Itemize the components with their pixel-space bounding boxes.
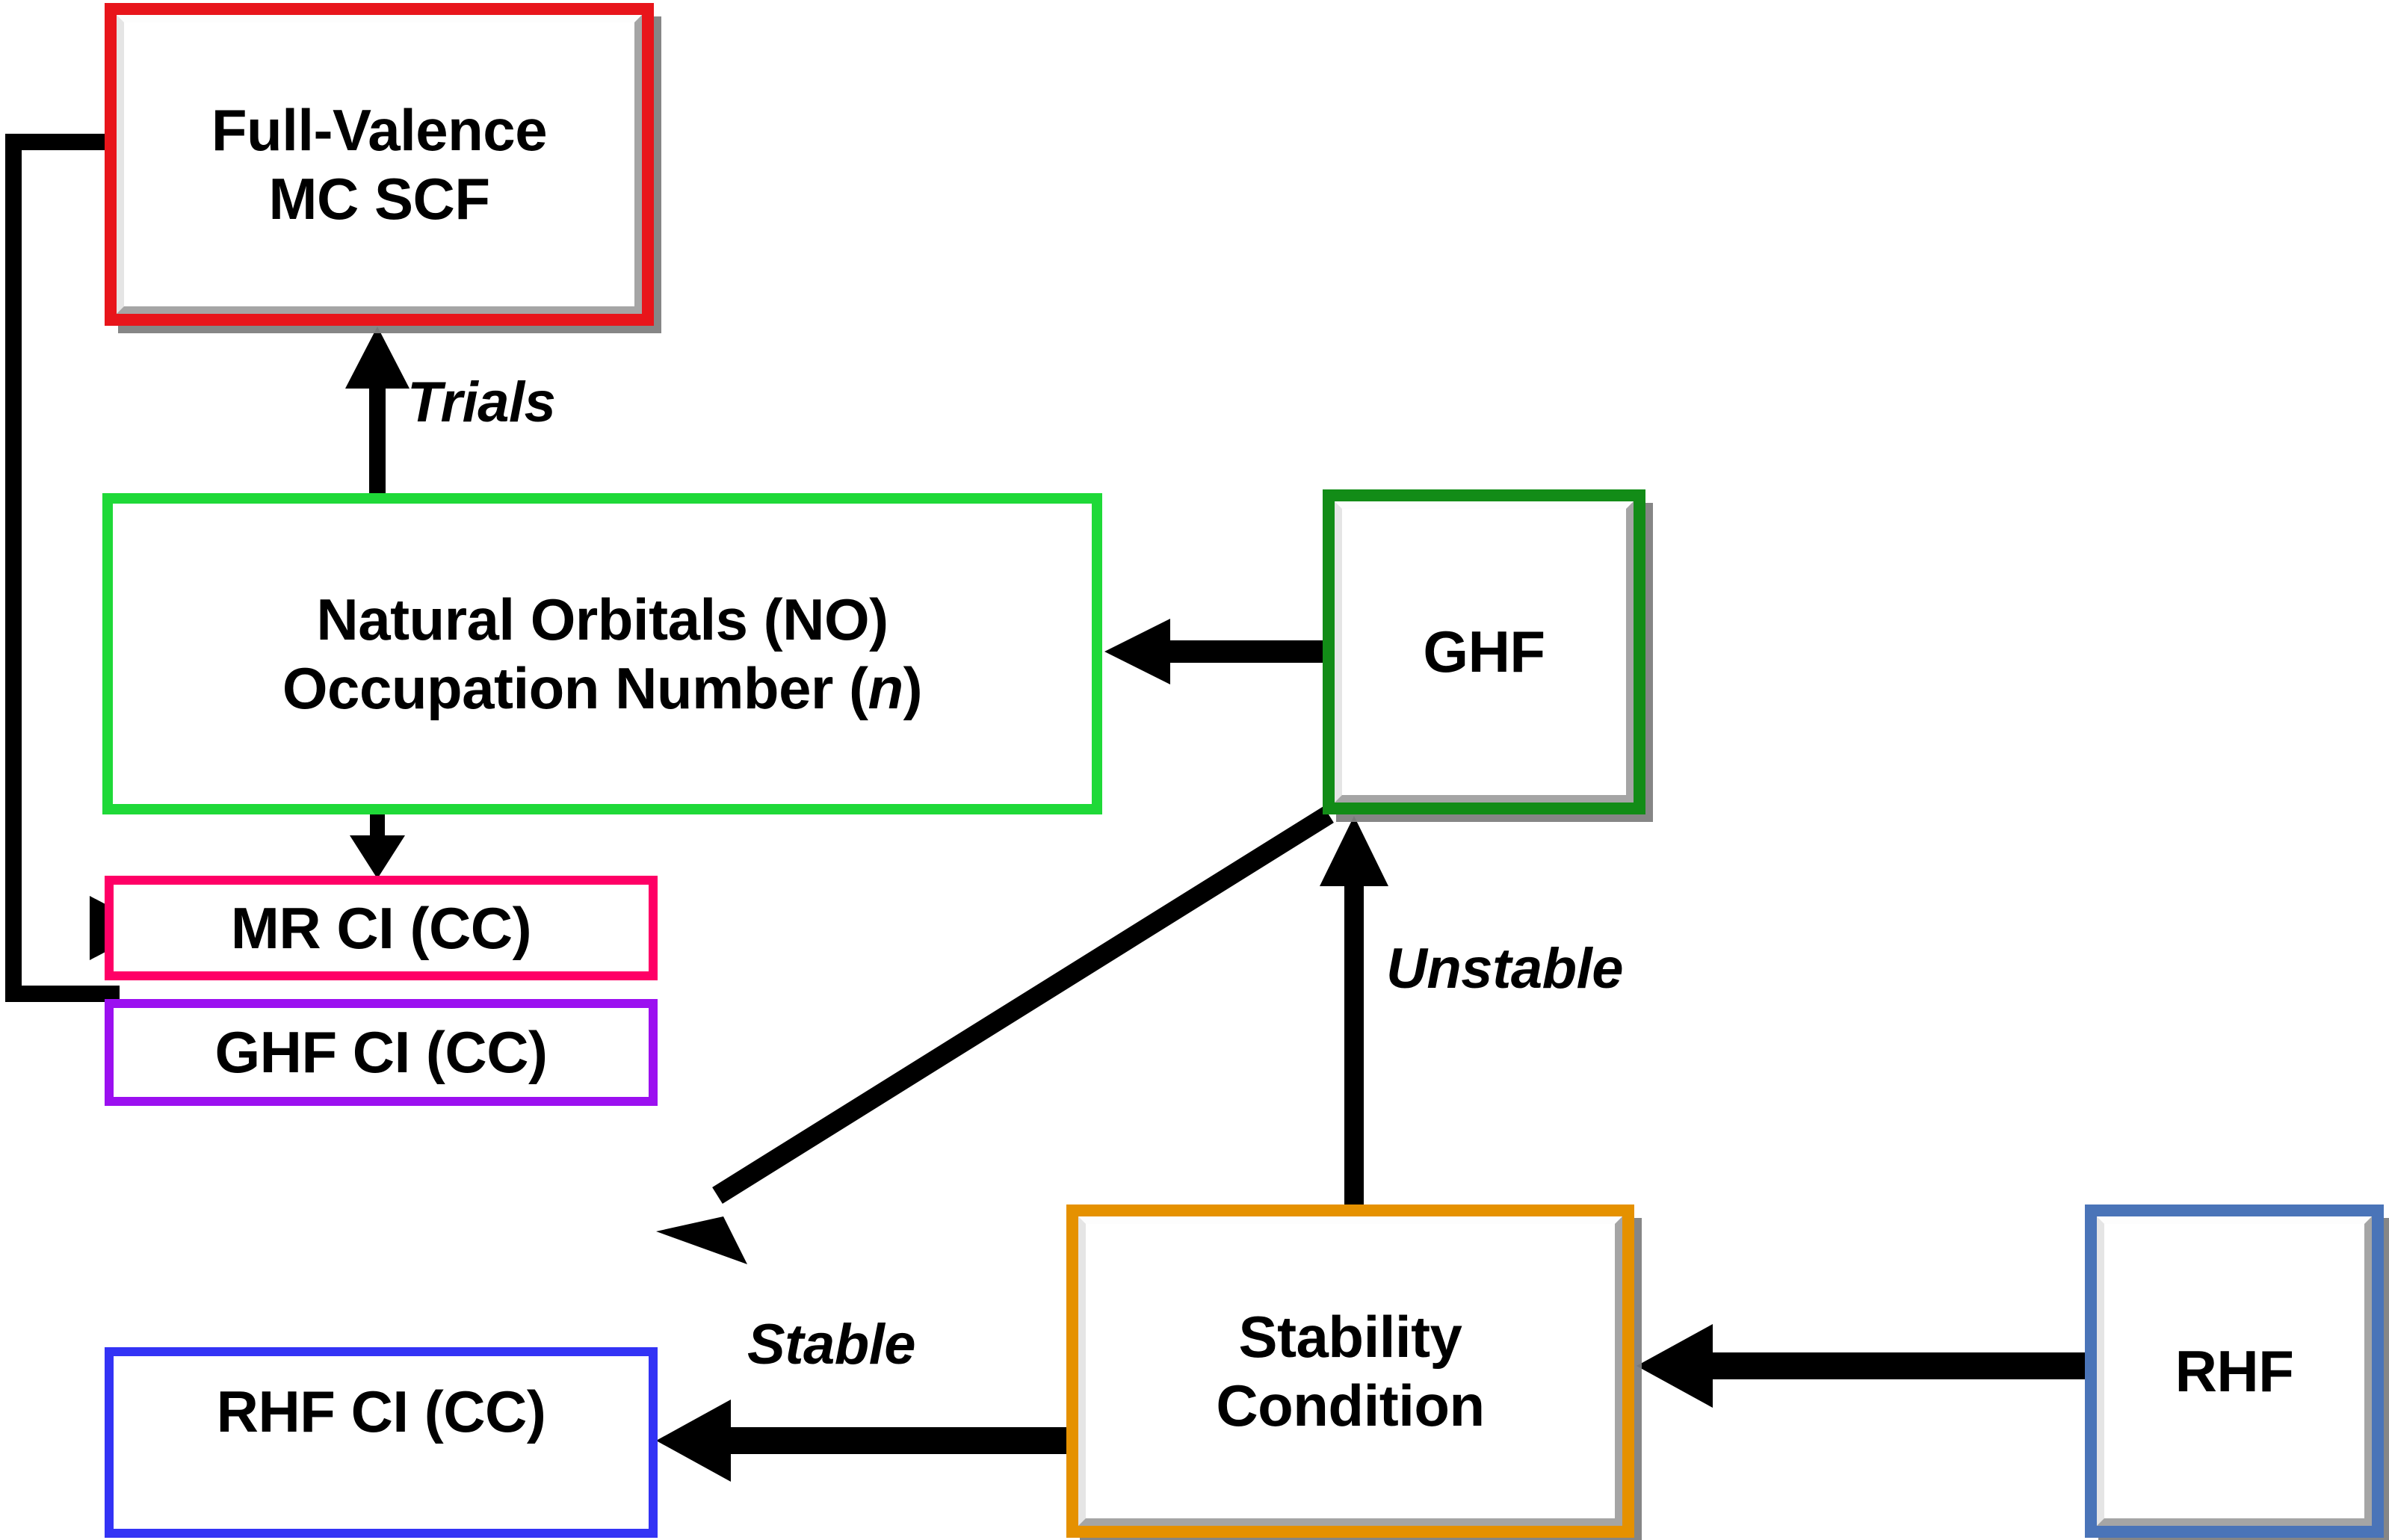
node-label-line1: RHF: [2175, 1338, 2294, 1404]
edge-no-to-mcscf: [345, 327, 410, 493]
node-label-line1: Stability: [1238, 1303, 1462, 1370]
node-label: RHF CI (CC): [114, 1377, 649, 1446]
node-label-line1: Natural Orbitals (NO): [316, 586, 888, 652]
node-ghf[interactable]: GHF: [1323, 489, 1645, 814]
edge-ghf-to-ghfci: [656, 805, 1334, 1264]
node-rhf-ci-cc[interactable]: RHF CI (CC): [105, 1347, 658, 1538]
edge-ghf-to-no: [1104, 619, 1323, 684]
node-rhf[interactable]: RHF: [2085, 1205, 2384, 1538]
node-label: MR CI (CC): [114, 894, 649, 962]
edge-no-to-mrci: [350, 814, 405, 879]
edge-rhf-to-stability: [1637, 1324, 2085, 1408]
node-label-line2: MC SCF: [268, 166, 490, 232]
node-label-line1: MR CI (CC): [230, 894, 532, 961]
node-mr-ci-cc[interactable]: MR CI (CC): [105, 876, 658, 980]
occupation-number-close: ): [903, 655, 923, 721]
occupation-number-text: Occupation Number (: [282, 655, 868, 721]
node-label: RHF: [2097, 1337, 2372, 1406]
node-label: GHF: [1335, 617, 1634, 686]
edge-label-trials: Trials: [407, 371, 556, 434]
node-full-valence-mcscf[interactable]: Full-Valence MC SCF: [105, 3, 654, 326]
edge-label-unstable: Unstable: [1386, 937, 1623, 1001]
node-ghf-ci-cc[interactable]: GHF CI (CC): [105, 999, 658, 1106]
node-stability-condition[interactable]: Stability Condition: [1066, 1205, 1634, 1538]
node-label-line1: GHF CI (CC): [214, 1019, 548, 1086]
node-natural-orbitals[interactable]: Natural Orbitals (NO) Occupation Number …: [102, 493, 1102, 814]
node-label-line2: Condition: [1216, 1373, 1485, 1438]
node-label-line1: Full-Valence: [211, 96, 548, 163]
node-label-line1: GHF: [1423, 619, 1545, 685]
node-label: Stability Condition: [1078, 1302, 1622, 1440]
node-label-line2: Occupation Number (n): [120, 654, 1084, 723]
edge-label-stable: Stable: [747, 1313, 916, 1376]
occupation-number-symbol: n: [868, 655, 903, 721]
node-label: Natural Orbitals (NO) Occupation Number …: [113, 585, 1092, 723]
node-label: Full-Valence MC SCF: [117, 96, 642, 233]
node-label: GHF CI (CC): [114, 1018, 649, 1086]
node-label-line1: RHF CI (CC): [216, 1379, 546, 1444]
edge-stability-to-rhfci: [656, 1400, 1066, 1482]
edge-stability-to-ghf: [1320, 816, 1388, 1205]
